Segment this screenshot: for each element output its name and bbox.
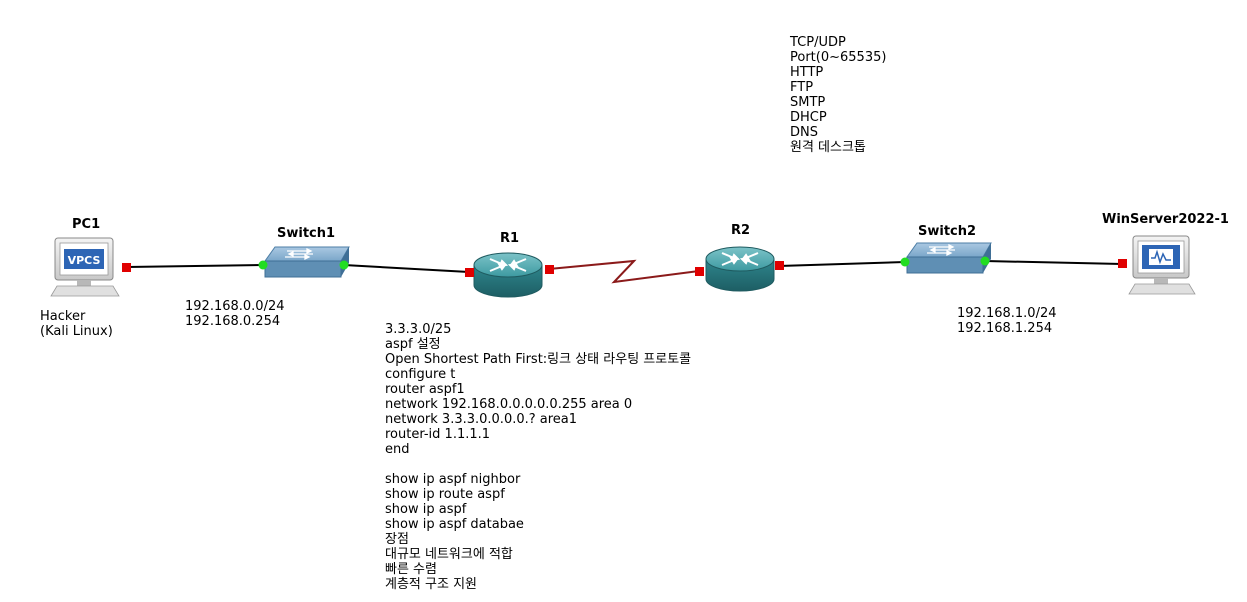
note-line: show ip aspf bbox=[385, 502, 467, 517]
note-line: 192.168.1.254 bbox=[957, 321, 1053, 336]
switch2-label[interactable]: Switch2 bbox=[918, 224, 977, 239]
port-indicator bbox=[258, 260, 268, 270]
note-line: DHCP bbox=[790, 110, 827, 125]
note-line: show ip aspf nighbor bbox=[385, 472, 521, 487]
note-line: 원격 데스크톱 bbox=[790, 140, 866, 155]
note-line: HTTP bbox=[790, 65, 824, 80]
port-indicator bbox=[1118, 259, 1127, 268]
note-line: SMTP bbox=[790, 95, 826, 110]
link-r1-r2-serial[interactable] bbox=[548, 259, 700, 284]
server-label[interactable]: WinServer2022-1 bbox=[1102, 212, 1229, 227]
port-indicator bbox=[545, 265, 554, 274]
server-device[interactable] bbox=[1128, 235, 1196, 295]
note-line: router-id 1.1.1.1 bbox=[385, 427, 491, 442]
note-line: Port(0~65535) bbox=[790, 50, 887, 65]
port-indicator bbox=[339, 260, 349, 270]
pc1-device[interactable]: VPCS bbox=[50, 237, 120, 297]
port-indicator bbox=[465, 268, 474, 277]
note-line: configure t bbox=[385, 367, 456, 382]
note-line: Open Shortest Path First:링크 상태 라우팅 프로토콜 bbox=[385, 352, 692, 367]
note-line: network 3.3.3.0.0.0.0.? area1 bbox=[385, 412, 578, 427]
link-switch2-server[interactable] bbox=[984, 260, 1123, 265]
r2-label[interactable]: R2 bbox=[731, 223, 751, 238]
r1-label[interactable]: R1 bbox=[500, 231, 520, 246]
port-indicator bbox=[900, 257, 910, 267]
note-line: router aspf1 bbox=[385, 382, 465, 397]
pc1-note[interactable]: Hacker (Kali Linux) bbox=[40, 309, 113, 339]
r1-router-icon[interactable] bbox=[473, 252, 543, 298]
note-line: 3.3.3.0/25 bbox=[385, 322, 452, 337]
switch2-icon[interactable] bbox=[906, 242, 992, 274]
note-line: aspf 설정 bbox=[385, 337, 441, 352]
note-line: 대규모 네트워크에 적합 bbox=[385, 547, 513, 562]
note-line: show ip aspf databae bbox=[385, 517, 524, 532]
note-line: 계층적 구조 지원 bbox=[385, 577, 477, 592]
note-line: FTP bbox=[790, 80, 814, 95]
note-line: end bbox=[385, 442, 410, 457]
link-r2-switch2[interactable] bbox=[778, 261, 906, 267]
vpcs-screen-label: VPCS bbox=[68, 254, 101, 267]
note-line: 빠른 수렴 bbox=[385, 562, 437, 577]
note-line: TCP/UDP bbox=[790, 35, 846, 50]
port-indicator bbox=[122, 263, 131, 272]
note-line: 192.168.0.254 bbox=[185, 314, 281, 329]
switch1-label[interactable]: Switch1 bbox=[277, 226, 336, 241]
note-line: show ip route aspf bbox=[385, 487, 505, 502]
link-switch1-r1[interactable] bbox=[343, 264, 470, 273]
port-indicator bbox=[695, 267, 704, 276]
port-indicator bbox=[980, 256, 990, 266]
note-line: network 192.168.0.0.0.0.0.255 area 0 bbox=[385, 397, 633, 412]
note-line: DNS bbox=[790, 125, 818, 140]
note-line: 192.168.1.0/24 bbox=[957, 306, 1057, 321]
port-indicator bbox=[775, 261, 784, 270]
switch1-icon[interactable] bbox=[264, 246, 350, 278]
note-line: 192.168.0.0/24 bbox=[185, 299, 285, 314]
r2-router-icon[interactable] bbox=[705, 246, 775, 292]
link-pc1-switch1[interactable] bbox=[125, 264, 264, 268]
pc1-label[interactable]: PC1 bbox=[72, 217, 101, 232]
note-line bbox=[385, 457, 691, 472]
note-line: 장점 bbox=[385, 532, 409, 547]
